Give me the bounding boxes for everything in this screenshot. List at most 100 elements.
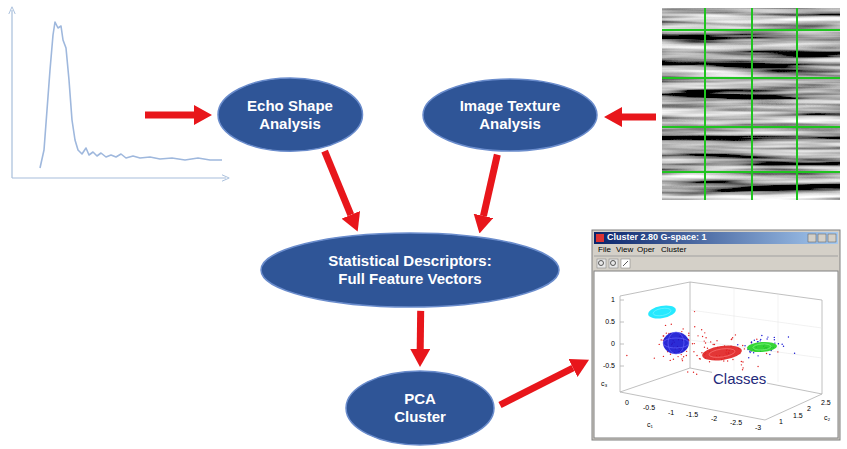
flow-arrow — [325, 151, 351, 215]
data-point — [741, 364, 742, 365]
data-point — [716, 340, 717, 341]
cluster-window — [592, 230, 840, 440]
data-point — [757, 341, 758, 342]
plot-annotation: Classes — [712, 371, 767, 386]
ellipse-shape — [346, 371, 494, 445]
data-point — [681, 331, 682, 332]
title-bar — [594, 232, 838, 244]
axis-tick: 0 — [624, 399, 630, 406]
menu-item: Oper — [637, 246, 655, 254]
data-point — [760, 339, 761, 340]
data-point — [761, 335, 762, 336]
data-point — [735, 334, 736, 335]
data-point — [709, 361, 710, 362]
axis-tick: 0 — [610, 340, 616, 347]
axis-tick: 1 — [778, 418, 784, 425]
data-point — [694, 326, 695, 327]
data-point — [701, 329, 702, 330]
data-point — [663, 356, 664, 357]
data-point — [781, 344, 782, 345]
data-point — [654, 357, 655, 358]
flow-arrow — [483, 155, 497, 216]
class-ellipsoids — [647, 304, 777, 363]
axis-name: c₁ — [646, 421, 654, 428]
data-point — [688, 335, 689, 336]
window-frame — [592, 230, 840, 440]
data-point — [696, 355, 697, 356]
data-point — [759, 340, 760, 341]
data-point — [681, 358, 682, 359]
window-icon — [596, 234, 604, 242]
data-point — [774, 339, 775, 340]
axis-line — [11, 10, 12, 178]
node-label: Image Texture Analysis — [451, 97, 569, 133]
plot-box — [620, 282, 822, 420]
data-point — [673, 358, 674, 359]
data-point — [663, 335, 664, 336]
data-point — [686, 355, 687, 356]
axis-tick: 2.5 — [820, 399, 832, 406]
data-point — [727, 360, 728, 361]
data-point — [748, 357, 749, 358]
menu-item: Cluster — [661, 246, 686, 254]
axis-tick: 0.5 — [604, 318, 616, 325]
data-point — [681, 354, 682, 355]
data-point — [661, 339, 662, 340]
data-point — [766, 338, 767, 339]
data-point — [723, 360, 724, 361]
data-point — [778, 343, 779, 344]
data-point — [687, 371, 688, 372]
data-point — [659, 344, 660, 345]
data-point — [704, 340, 705, 341]
data-point — [683, 356, 684, 357]
axis-tick: -1 — [667, 409, 675, 416]
data-point — [753, 352, 754, 353]
data-point — [671, 324, 672, 325]
data-point — [714, 344, 715, 345]
data-point — [751, 342, 752, 343]
data-point — [766, 353, 767, 354]
axis-tick: -2.5 — [729, 419, 743, 426]
data-point — [767, 336, 768, 337]
data-point — [692, 343, 693, 344]
image-texture — [662, 8, 840, 200]
data-point — [704, 347, 705, 348]
echo-waveform — [12, 10, 226, 178]
data-point — [737, 344, 738, 345]
node-label: PCA Cluster — [389, 390, 451, 426]
window-title: Cluster 2.80 G-space: 1 — [607, 233, 707, 242]
node-label: Echo Shape Analysis — [240, 97, 340, 133]
data-point — [732, 337, 733, 338]
data-point — [742, 345, 743, 346]
data-point — [757, 366, 758, 367]
flow-arrow — [417, 311, 424, 349]
process-ellipse: PCA Cluster — [345, 370, 495, 446]
data-point — [682, 328, 683, 329]
data-point — [751, 342, 752, 343]
data-point — [749, 352, 750, 353]
axis-tick: -2 — [710, 415, 718, 422]
data-point — [774, 337, 775, 338]
data-point — [693, 372, 694, 373]
axis-line — [12, 177, 226, 178]
axis-name: c₂ — [823, 414, 831, 421]
data-points — [626, 311, 795, 375]
axis-tick: -3 — [754, 424, 762, 431]
data-point — [731, 338, 732, 339]
process-ellipse: Image Texture Analysis — [422, 78, 598, 152]
data-point — [686, 351, 687, 352]
axis-tick: 1 — [610, 296, 616, 303]
data-point — [693, 351, 694, 352]
data-point — [694, 311, 695, 312]
data-point — [756, 339, 757, 340]
data-point — [731, 339, 732, 340]
data-point — [794, 353, 795, 354]
data-point — [705, 337, 706, 338]
data-point — [704, 332, 705, 333]
data-point — [666, 332, 667, 333]
ellipse-shape — [261, 233, 559, 307]
data-point — [701, 352, 702, 353]
process-ellipse: Echo Shape Analysis — [217, 77, 364, 152]
data-point — [663, 335, 664, 336]
output-arrow — [500, 368, 573, 405]
